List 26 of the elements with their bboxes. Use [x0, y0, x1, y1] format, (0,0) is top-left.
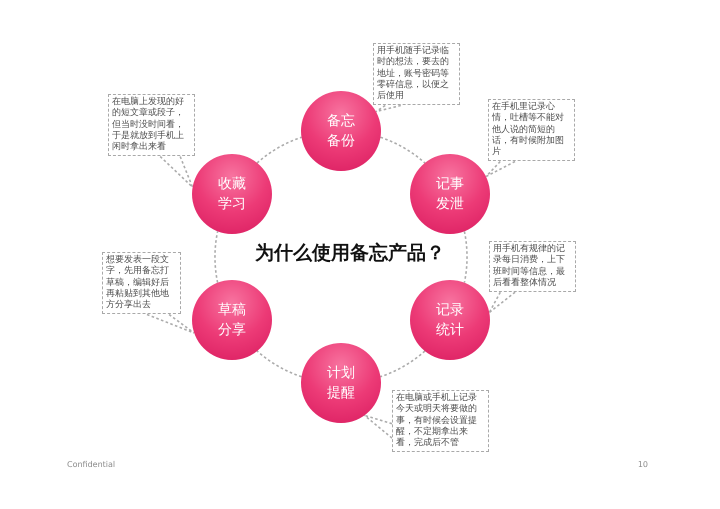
- callout-box: 在电脑或手机上记录今天或明天将要做的事，有时候会设置提醒，不定期拿出来看，完成后不管: [392, 390, 489, 452]
- dotted-line: [256, 350, 302, 378]
- dotted-line: [214, 231, 218, 283]
- callout-pointer: [364, 414, 393, 439]
- callout-pointer: [146, 314, 195, 334]
- dotted-line: [464, 231, 468, 283]
- callout-pointer: [488, 291, 516, 314]
- topic-circle: 收藏学习: [192, 154, 272, 234]
- title-text: 为什么使用备忘产品？: [255, 241, 445, 266]
- callout-box: 用手机随手记录临时的想法，要去的地址，账号密码等零碎信息，以便之后使用: [373, 43, 460, 106]
- dotted-line: [256, 136, 302, 164]
- dotted-line: [380, 350, 426, 378]
- page-number: 10: [638, 460, 648, 469]
- topic-circle: 计划提醒: [301, 343, 381, 423]
- callout-pointer: [375, 104, 402, 112]
- topic-circle: 记录统计: [410, 280, 490, 360]
- callout-pointer: [485, 160, 516, 178]
- callout-pointer: [159, 156, 194, 188]
- callout-box: 在手机里记录心情，吐槽等不能对他人说的简短的话，有时候附加图片: [488, 99, 575, 162]
- dotted-line: [380, 136, 426, 164]
- callout-box: 用手机有规律的记录每日消费，上下班时间等信息，最后看看整体情况: [489, 241, 576, 292]
- footer-text: Confidential: [67, 460, 116, 469]
- callout-box: 在电脑上发现的好的短文章或段子，但当时没时间看，于是就放到手机上闲时拿出来看: [108, 94, 195, 156]
- topic-circle: 记事发泄: [410, 154, 490, 234]
- callout-box: 想要发表一段文字，先用备忘打草稿，编辑好后再粘贴到其他地方分享出去: [102, 252, 181, 314]
- topic-circle: 草稿分享: [192, 280, 272, 360]
